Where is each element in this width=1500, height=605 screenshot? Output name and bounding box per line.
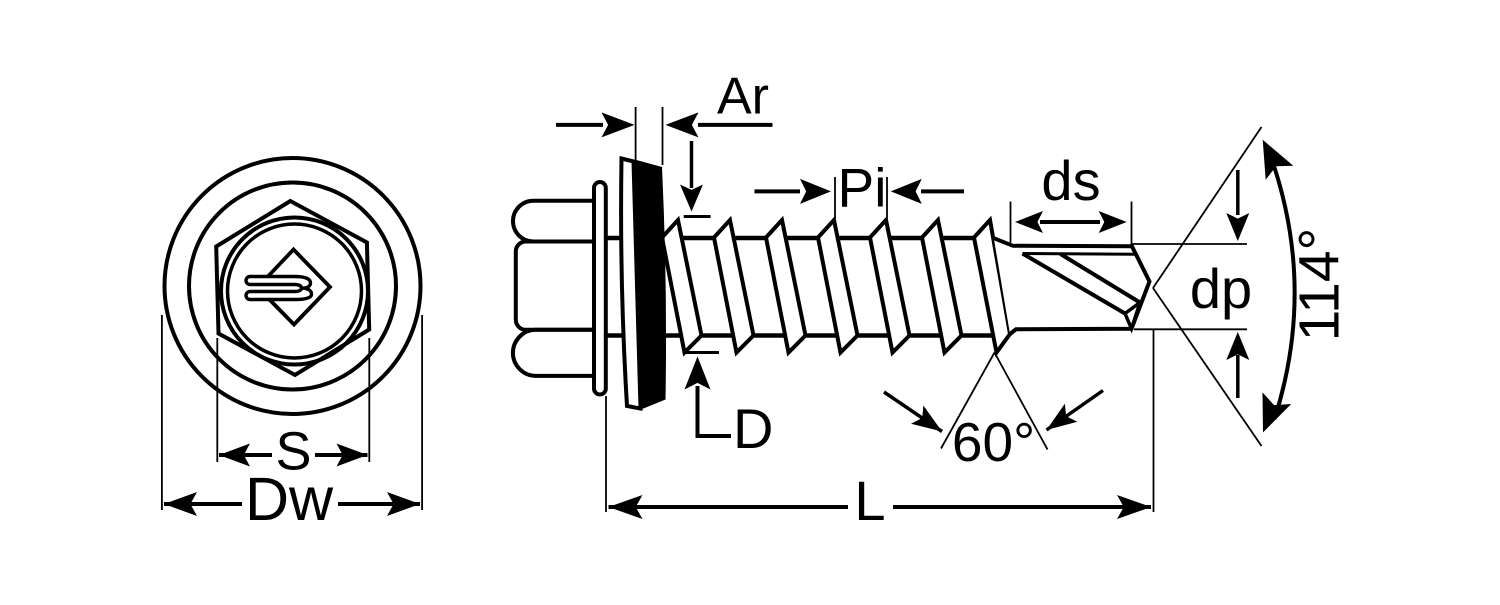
- svg-text:60°: 60°: [952, 411, 1035, 473]
- svg-text:ds: ds: [1041, 149, 1100, 212]
- svg-text:L: L: [854, 469, 885, 532]
- svg-text:Dw: Dw: [245, 465, 334, 533]
- svg-text:Ar: Ar: [717, 68, 769, 126]
- svg-text:Pi: Pi: [838, 157, 887, 219]
- svg-text:dp: dp: [1190, 257, 1252, 320]
- svg-text:S: S: [275, 422, 311, 482]
- svg-text:114°: 114°: [1288, 228, 1352, 342]
- svg-text:D: D: [733, 397, 773, 460]
